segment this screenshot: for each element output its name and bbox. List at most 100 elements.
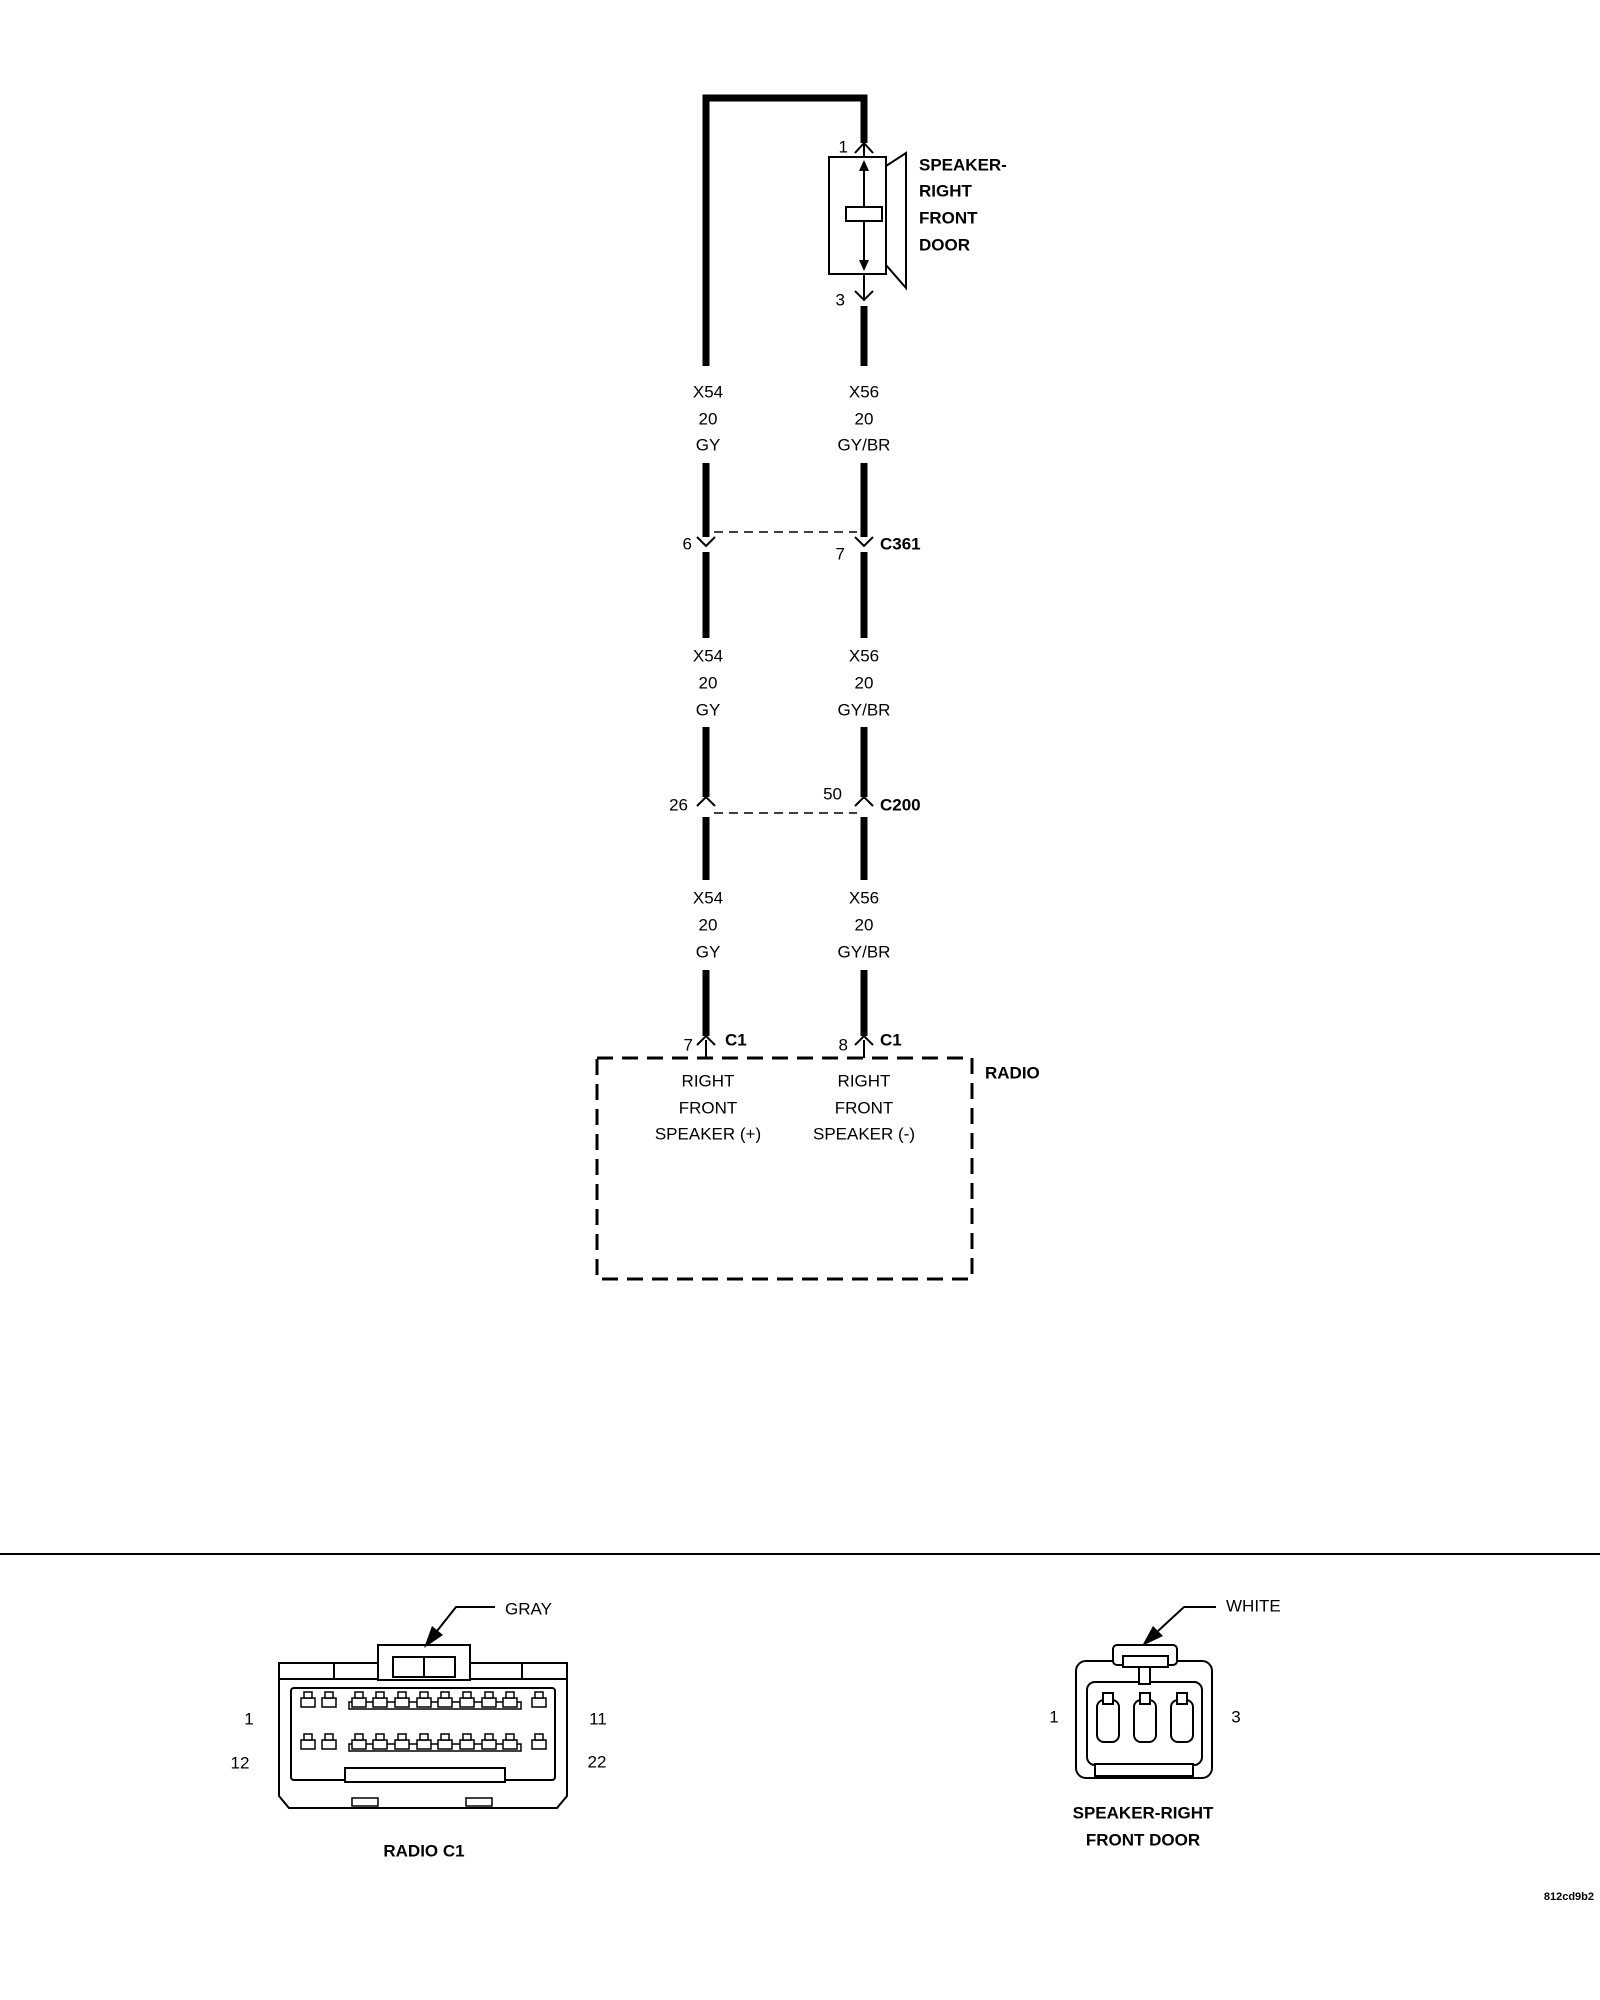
radio-c1-pin-body [394, 1739, 410, 1750]
wire-color-label: GY/BR [838, 701, 891, 720]
radio-c1-pin-cap [324, 1691, 334, 1699]
radio-c1-pin-label: 1 [244, 1710, 253, 1729]
radio-c1-housing-color: GRAY [505, 1600, 552, 1619]
speaker-connector-title-line: SPEAKER-RIGHT [1073, 1804, 1214, 1823]
radio-c1-pin-row-band [348, 1701, 522, 1710]
figure-id: 812cd9b2 [1544, 1891, 1594, 1903]
radio-c1-pin-cap [462, 1691, 472, 1699]
radio-c1-pin-cavity [321, 1691, 337, 1708]
wire-gauge-label: 20 [699, 410, 718, 429]
radio-c1-pin-cap [375, 1691, 385, 1699]
radio-left-connector-label: C1 [725, 1031, 747, 1050]
radio-c1-pin-cavity [481, 1691, 497, 1708]
radio-c1-pin-cap [419, 1691, 429, 1699]
c361-right-pin-label: 7 [836, 545, 845, 564]
speaker-arrow-down-icon [859, 260, 869, 271]
speaker-label-line: DOOR [919, 236, 970, 255]
radio-c1-pin-cap [440, 1733, 450, 1741]
radio-c1-pin-cap [484, 1691, 494, 1699]
c200-connector-label: C200 [880, 796, 921, 815]
radio-c1-pin-cap [505, 1691, 515, 1699]
speaker-connector-color-leader [1157, 1606, 1216, 1632]
radio-c1-pin-cap [534, 1733, 544, 1741]
radio-c1-pin-cap [375, 1733, 385, 1741]
radio-c1-pin-cavity [321, 1733, 337, 1750]
wire-circuit-label: X56 [849, 647, 879, 666]
speaker-connector-terminal-key [1176, 1692, 1188, 1705]
speaker-coil [845, 206, 883, 222]
radio-c1-pin-body [351, 1697, 367, 1708]
c361-left-pin-label: 6 [683, 535, 692, 554]
radio-c1-pin-body [372, 1697, 388, 1708]
speaker-cone [885, 151, 907, 291]
radio-c1-bottom-tab [351, 1797, 379, 1807]
radio-right-pin-label: 8 [839, 1036, 848, 1055]
radio-c1-pin-cavity [481, 1733, 497, 1750]
speaker-connector-leader-arrow-icon [1142, 1626, 1163, 1646]
radio-c1-pin-body [459, 1739, 475, 1750]
c200-pin-symbol [854, 795, 874, 807]
wire-x54-top-loop [702, 94, 868, 366]
radio-c1-pin-cavity [394, 1691, 410, 1708]
radio-c1-pin-cavity [502, 1691, 518, 1708]
radio-module-label: RADIO [985, 1064, 1040, 1083]
radio-c1-pin-label: 12 [231, 1754, 250, 1773]
radio-c1-pin-cap [440, 1691, 450, 1699]
speaker-connector-terminal-body [1170, 1699, 1194, 1743]
wire-circuit-label: X56 [849, 889, 879, 908]
radio-right-function-line: SPEAKER (-) [813, 1125, 915, 1144]
speaker-connector-pin-label: 3 [1231, 1708, 1240, 1727]
speaker-right-front-door-symbol [828, 151, 907, 291]
speaker-connector-terminal [1096, 1692, 1120, 1743]
wire-gauge-label: 20 [855, 916, 874, 935]
speaker-pin1-label: 1 [839, 138, 848, 157]
radio-c1-pin-cavity [459, 1691, 475, 1708]
radio-c1-pin-body [394, 1697, 410, 1708]
speaker-connector-title-line: FRONT DOOR [1086, 1831, 1200, 1850]
radio-left-function-line: SPEAKER (+) [655, 1125, 761, 1144]
radio-c1-pin-cavity [437, 1733, 453, 1750]
speaker-pin3-connector-symbol [854, 290, 874, 302]
radio-c1-pin-cap [419, 1733, 429, 1741]
c200-left-pin-label: 26 [669, 796, 688, 815]
speaker-connector-terminal [1133, 1692, 1157, 1743]
radio-c1-leader-arrow-icon [424, 1626, 443, 1648]
radio-c1-pin-body [416, 1739, 432, 1750]
radio-c1-pin-body [531, 1739, 547, 1750]
radio-c1-title: RADIO C1 [383, 1842, 464, 1861]
radio-c1-pin-cavity [351, 1691, 367, 1708]
radio-c1-pin-cap [462, 1733, 472, 1741]
wire-circuit-label: X54 [693, 889, 723, 908]
radio-c1-pin-body [321, 1697, 337, 1708]
radio-c1-pin-cap [324, 1733, 334, 1741]
wire-gauge-label: 20 [699, 916, 718, 935]
radio-c1-pin-body [502, 1739, 518, 1750]
radio-module-box [595, 1056, 974, 1281]
speaker-connector-terminal-body [1133, 1699, 1157, 1743]
speaker-pin3-label: 3 [836, 291, 845, 310]
radio-c1-pin-cavity [502, 1733, 518, 1750]
wire-color-label: GY/BR [838, 943, 891, 962]
speaker-connector-latch-bar [1122, 1655, 1169, 1668]
radio-left-function-line: FRONT [679, 1099, 738, 1118]
radio-c1-pin-body [300, 1697, 316, 1708]
radio-c1-bottom-tab [465, 1797, 493, 1807]
radio-c1-pin-cap [397, 1733, 407, 1741]
speaker-label-line: RIGHT [919, 182, 973, 201]
speaker-label-line: SPEAKER- [919, 156, 1007, 175]
radio-c1-connector-view [278, 1644, 568, 1809]
radio-c1-pin-array [300, 1691, 547, 1752]
radio-c1-pin-body [437, 1739, 453, 1750]
speaker-connector-terminal-key [1139, 1692, 1151, 1705]
radio-c1-pin-cavity [531, 1691, 547, 1708]
radio-c1-pin-cap [303, 1733, 313, 1741]
radio-c1-pin-cap [354, 1691, 364, 1699]
speaker-connector-view [1075, 1644, 1213, 1779]
radio-c1-pin-cavity [394, 1733, 410, 1750]
wire-color-label: GY [696, 436, 721, 455]
speaker-connector-bottom-tab [1094, 1763, 1194, 1777]
radio-c1-pin-symbol [854, 1034, 874, 1046]
radio-c1-pin-cavity [351, 1733, 367, 1750]
radio-c1-pin-body [300, 1739, 316, 1750]
